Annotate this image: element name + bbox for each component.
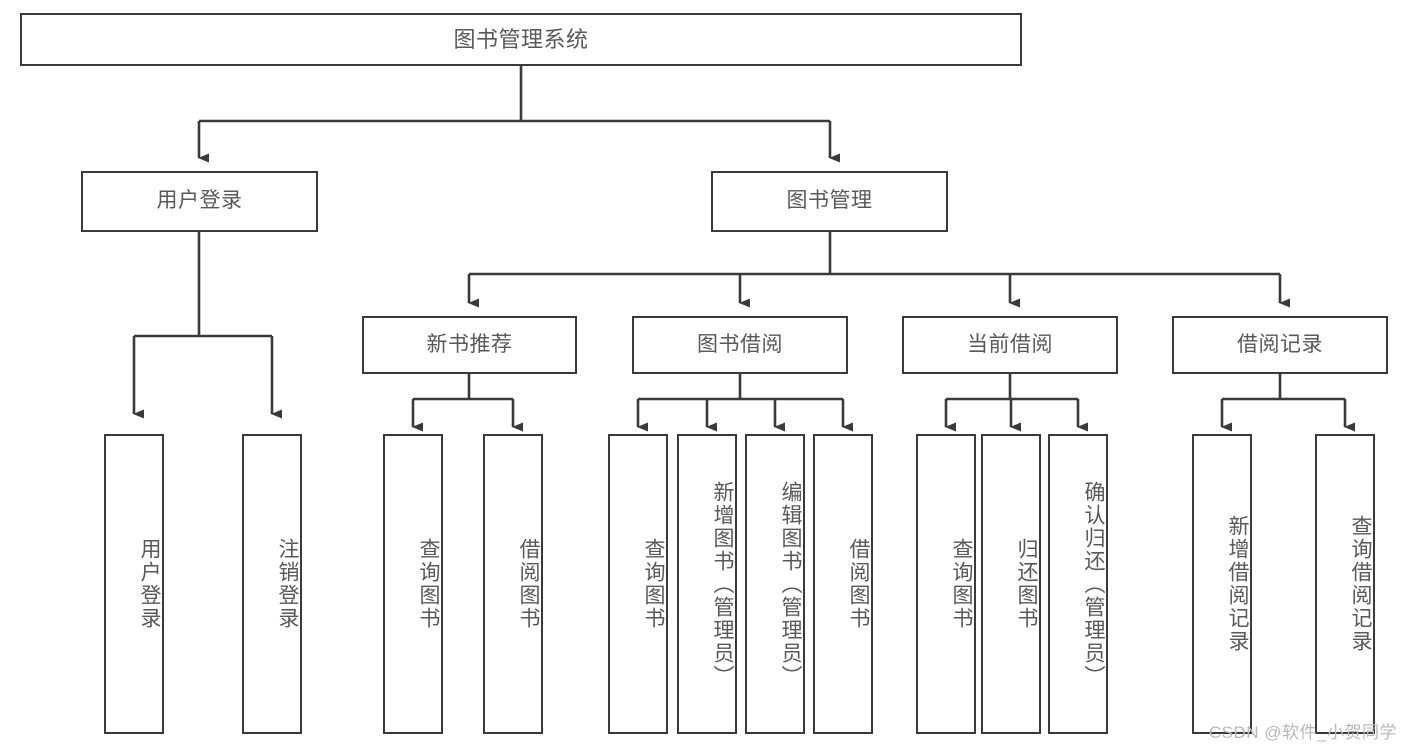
node-label: 借阅图书 <box>847 538 870 630</box>
leaf-query-book-current[interactable]: 查询图书 <box>916 434 976 734</box>
node-label: 查询图书 <box>642 538 665 630</box>
node-label: 图书借阅 <box>697 332 783 356</box>
node-label: 查询借阅记录 <box>1349 515 1372 653</box>
leaf-logout[interactable]: 注销登录 <box>242 434 302 734</box>
leaf-query-book-borrow[interactable]: 查询图书 <box>608 434 668 734</box>
node-label: 编辑图书（管理员） <box>779 480 802 688</box>
node-label: 新增图书（管理员） <box>711 480 734 688</box>
node-label: 查询图书 <box>417 538 440 630</box>
leaf-edit-book-admin[interactable]: 编辑图书（管理员） <box>745 434 805 734</box>
node-new-book-recommend[interactable]: 新书推荐 <box>362 316 577 374</box>
watermark: CSDN @软件_小贺同学 <box>1208 723 1397 742</box>
leaf-confirm-return-admin[interactable]: 确认归还（管理员） <box>1048 434 1108 734</box>
node-borrow-record[interactable]: 借阅记录 <box>1172 316 1388 374</box>
node-label: 新书推荐 <box>426 332 513 356</box>
node-current-borrow[interactable]: 当前借阅 <box>902 316 1118 374</box>
node-label: 查询图书 <box>950 538 973 630</box>
leaf-return-book[interactable]: 归还图书 <box>981 434 1041 734</box>
node-book-management[interactable]: 图书管理 <box>711 171 948 232</box>
node-label: 借阅记录 <box>1237 332 1323 356</box>
node-user-login[interactable]: 用户登录 <box>81 171 318 232</box>
node-book-borrow[interactable]: 图书借阅 <box>632 316 848 374</box>
node-label: 新增借阅记录 <box>1226 515 1249 653</box>
leaf-add-borrow-record[interactable]: 新增借阅记录 <box>1192 434 1252 734</box>
leaf-query-book-recommend[interactable]: 查询图书 <box>383 434 443 734</box>
node-label: 归还图书 <box>1015 538 1038 630</box>
leaf-borrow-book-recommend[interactable]: 借阅图书 <box>483 434 543 734</box>
leaf-query-borrow-record[interactable]: 查询借阅记录 <box>1315 434 1375 734</box>
node-label: 用户登录 <box>138 538 161 630</box>
node-label: 确认归还（管理员） <box>1082 480 1105 688</box>
node-root-system[interactable]: 图书管理系统 <box>20 13 1022 66</box>
node-label: 图书管理 <box>786 189 873 213</box>
leaf-borrow-book[interactable]: 借阅图书 <box>813 434 873 734</box>
node-label: 当前借阅 <box>967 332 1053 356</box>
node-label: 图书管理系统 <box>453 26 589 52</box>
leaf-user-login[interactable]: 用户登录 <box>104 434 164 734</box>
node-label: 注销登录 <box>276 538 299 630</box>
leaf-add-book-admin[interactable]: 新增图书（管理员） <box>677 434 737 734</box>
node-label: 借阅图书 <box>517 538 540 630</box>
node-label: 用户登录 <box>156 189 243 213</box>
